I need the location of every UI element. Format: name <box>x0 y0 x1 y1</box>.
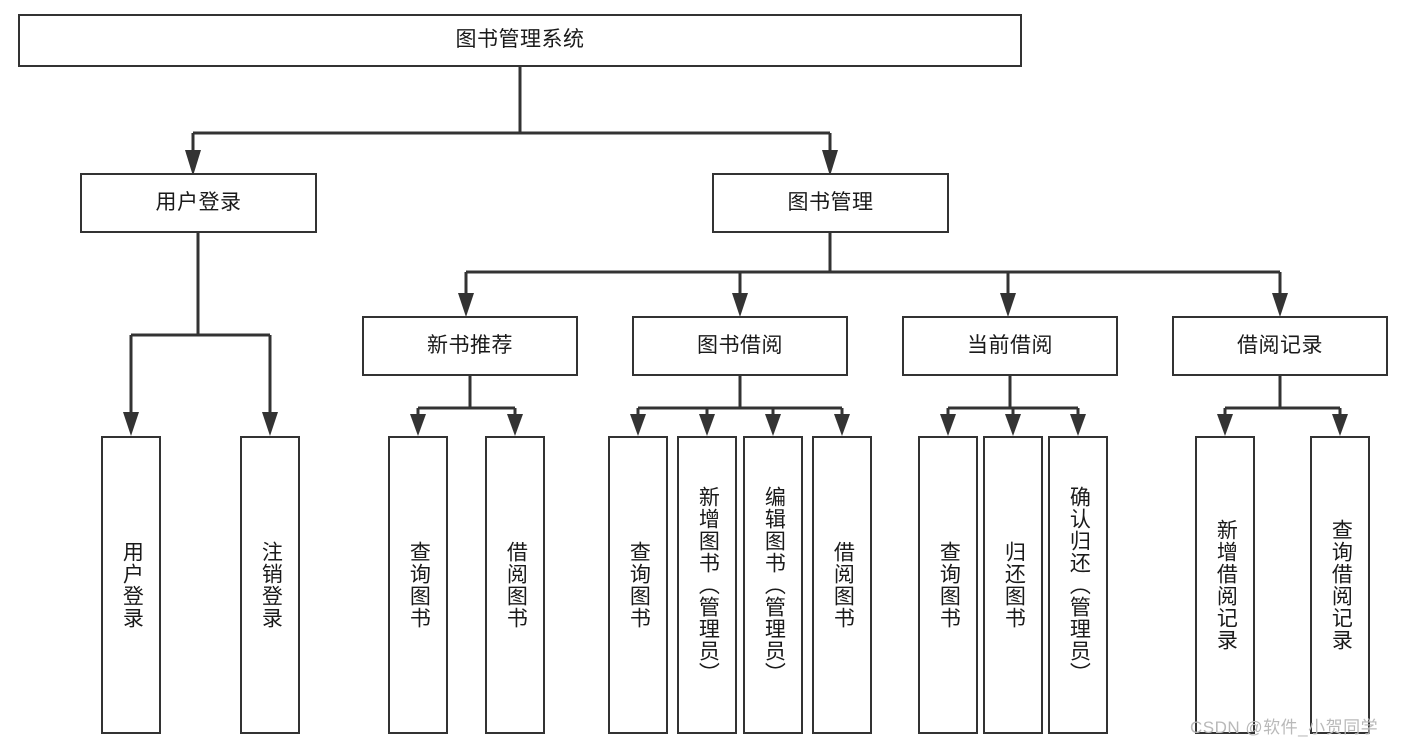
arrowhead-leaf-add-record <box>1217 414 1233 436</box>
node-book-management[interactable]: 图书管理 <box>712 173 949 233</box>
leaf-query-record[interactable]: 查询借阅记录 <box>1310 436 1370 734</box>
leaf-add-record[interactable]: 新增借阅记录 <box>1195 436 1255 734</box>
arrowhead-book-borrow <box>732 293 748 317</box>
arrowhead-leaf-return-book <box>1005 414 1021 436</box>
arrowhead-leaf-user-login <box>123 412 139 436</box>
leaf-query-book-1[interactable]: 查询图书 <box>388 436 448 734</box>
node-current-borrow[interactable]: 当前借阅 <box>902 316 1118 376</box>
leaf-edit-book-label: 编辑图书（管理员） <box>762 486 786 684</box>
leaf-logout-login[interactable]: 注销登录 <box>240 436 300 734</box>
leaf-confirm-return-label: 确认归还（管理员） <box>1067 486 1091 684</box>
node-book-borrow[interactable]: 图书借阅 <box>632 316 848 376</box>
leaf-query-book-2[interactable]: 查询图书 <box>608 436 668 734</box>
node-user-login-label: 用户登录 <box>155 190 242 214</box>
arrowhead-new-book-recommend <box>458 293 474 317</box>
leaf-query-book-1-label: 查询图书 <box>407 541 431 629</box>
leaf-borrow-book-1[interactable]: 借阅图书 <box>485 436 545 734</box>
leaf-add-record-label: 新增借阅记录 <box>1214 519 1238 651</box>
leaf-user-login[interactable]: 用户登录 <box>101 436 161 734</box>
node-new-book-recommend[interactable]: 新书推荐 <box>362 316 578 376</box>
node-user-login[interactable]: 用户登录 <box>80 173 317 233</box>
arrowhead-leaf-borrow-book-2 <box>834 414 850 436</box>
leaf-query-book-3[interactable]: 查询图书 <box>918 436 978 734</box>
arrowhead-leaf-query-record <box>1332 414 1348 436</box>
node-current-borrow-label: 当前借阅 <box>967 333 1053 357</box>
leaf-borrow-book-2-label: 借阅图书 <box>831 541 855 629</box>
arrowhead-leaf-logout-login <box>262 412 278 436</box>
leaf-edit-book[interactable]: 编辑图书（管理员） <box>743 436 803 734</box>
node-borrow-record[interactable]: 借阅记录 <box>1172 316 1388 376</box>
arrowhead-leaf-edit-book <box>765 414 781 436</box>
arrowhead-leaf-query-book-2 <box>630 414 646 436</box>
leaf-user-login-label: 用户登录 <box>120 541 144 629</box>
node-book-management-label: 图书管理 <box>787 190 874 214</box>
leaf-query-book-3-label: 查询图书 <box>937 541 961 629</box>
arrowhead-leaf-query-book-1 <box>410 414 426 436</box>
arrowhead-leaf-add-book <box>699 414 715 436</box>
node-borrow-record-label: 借阅记录 <box>1237 333 1323 357</box>
node-book-borrow-label: 图书借阅 <box>697 333 783 357</box>
leaf-logout-login-label: 注销登录 <box>259 541 283 629</box>
leaf-return-book-label: 归还图书 <box>1002 541 1026 629</box>
leaf-add-book[interactable]: 新增图书（管理员） <box>677 436 737 734</box>
arrowhead-current-borrow <box>1000 293 1016 317</box>
csdn-watermark: CSDN @软件_小贺同学 <box>1190 718 1379 737</box>
arrowhead-leaf-confirm-return <box>1070 414 1086 436</box>
node-root[interactable]: 图书管理系统 <box>18 14 1022 67</box>
arrowhead-borrow-record <box>1272 293 1288 317</box>
arrowhead-leaf-borrow-book-1 <box>507 414 523 436</box>
node-root-label: 图书管理系统 <box>455 28 585 52</box>
leaf-query-record-label: 查询借阅记录 <box>1329 519 1353 651</box>
leaf-borrow-book-1-label: 借阅图书 <box>504 541 528 629</box>
leaf-borrow-book-2[interactable]: 借阅图书 <box>812 436 872 734</box>
leaf-confirm-return[interactable]: 确认归还（管理员） <box>1048 436 1108 734</box>
leaf-query-book-2-label: 查询图书 <box>627 541 651 629</box>
leaf-return-book[interactable]: 归还图书 <box>983 436 1043 734</box>
arrowhead-leaf-query-book-3 <box>940 414 956 436</box>
node-new-book-recommend-label: 新书推荐 <box>427 333 513 357</box>
leaf-add-book-label: 新增图书（管理员） <box>696 486 720 684</box>
